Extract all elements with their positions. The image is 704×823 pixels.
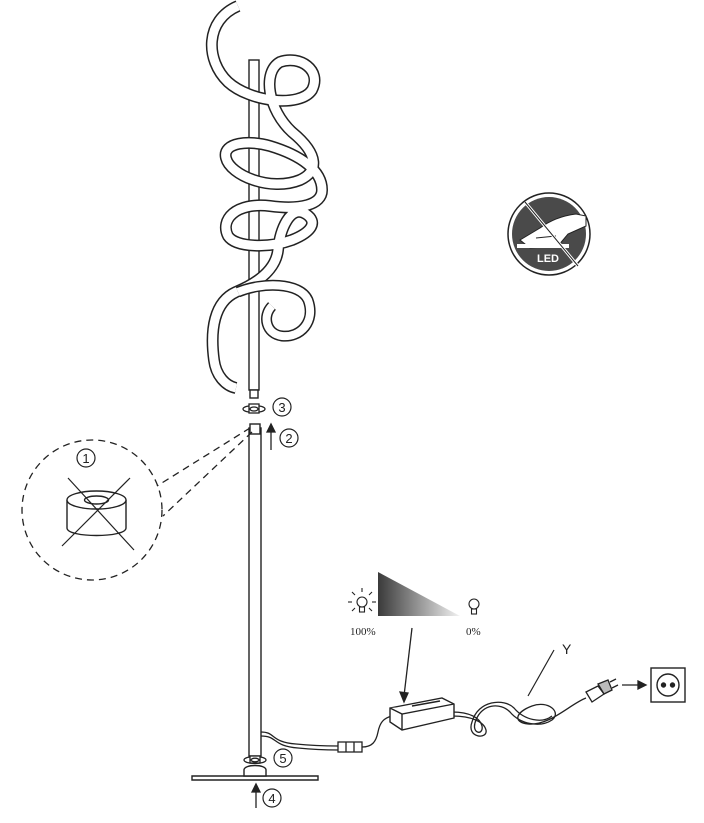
cable-y-label: Y bbox=[562, 641, 572, 657]
detail-magnifier bbox=[21, 427, 253, 581]
callout-4: 4 bbox=[262, 788, 282, 808]
part-3-ring bbox=[242, 403, 266, 414]
led-driver bbox=[389, 697, 455, 731]
plug-arrow bbox=[622, 679, 648, 691]
part-1-collar bbox=[66, 490, 127, 537]
head-connector bbox=[249, 389, 259, 399]
wall-socket-icon bbox=[650, 667, 686, 703]
lower-pole bbox=[248, 423, 262, 757]
power-cable bbox=[260, 697, 587, 753]
callout-5-number: 5 bbox=[279, 751, 286, 766]
callout-1: 1 bbox=[76, 448, 96, 468]
pole-top-coupling bbox=[249, 423, 261, 435]
no-touch-led-icon: LED bbox=[507, 192, 591, 276]
dimmer-max-label: 100% bbox=[350, 626, 376, 638]
dimmer-min-label: 0% bbox=[466, 626, 481, 638]
callout-2-arrow bbox=[265, 422, 277, 450]
spiral-led-band bbox=[205, 0, 329, 394]
callout-4-number: 4 bbox=[268, 791, 275, 806]
no-touch-led-label: LED bbox=[537, 253, 559, 265]
cable-connector bbox=[337, 741, 363, 753]
dimmer-indicator: 100% 0% bbox=[348, 572, 481, 704]
callout-1-number: 1 bbox=[82, 451, 89, 466]
part-5-ring bbox=[243, 755, 267, 765]
lamp-head bbox=[205, 0, 329, 399]
callout-3: 3 bbox=[272, 397, 292, 417]
dimmer-gradient-wedge bbox=[378, 572, 460, 616]
power-plug bbox=[585, 678, 619, 703]
dimmer-arrow bbox=[398, 627, 413, 704]
lamp-base bbox=[191, 764, 319, 781]
callout-2-number: 2 bbox=[285, 431, 292, 446]
callout-3-number: 3 bbox=[278, 400, 285, 415]
cable-y-leader bbox=[527, 649, 555, 697]
bright-bulb-icon bbox=[348, 588, 376, 613]
callout-2: 2 bbox=[279, 428, 299, 448]
dim-bulb-icon bbox=[468, 598, 480, 615]
cross-out-icon bbox=[61, 477, 135, 551]
callout-4-arrow bbox=[250, 782, 262, 808]
upper-pole bbox=[248, 59, 260, 391]
callout-5: 5 bbox=[273, 748, 293, 768]
